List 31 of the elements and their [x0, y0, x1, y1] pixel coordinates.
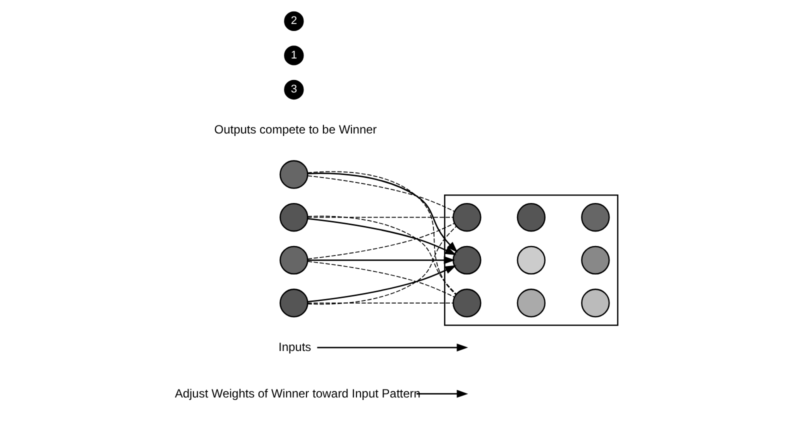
- node-circle: [452, 246, 481, 275]
- label: 3: [290, 84, 297, 96]
- node-circle: [452, 288, 481, 318]
- node-circle: [516, 288, 546, 318]
- connector: [306, 222, 454, 260]
- node-circle: [452, 203, 481, 232]
- node-circle: [580, 246, 610, 275]
- node-circle: [580, 203, 610, 232]
- node-circle: [279, 288, 308, 318]
- label: 1: [290, 49, 297, 62]
- node-circle: [279, 203, 308, 232]
- node-text: Outputs compete to be Winner: [214, 122, 376, 137]
- arrow: [307, 172, 458, 253]
- label: 2: [290, 15, 297, 28]
- node-circle: [516, 203, 546, 232]
- connector: [306, 302, 453, 304]
- connector: [306, 175, 454, 212]
- arrow: [416, 390, 468, 398]
- connector: [306, 171, 456, 296]
- node-text: Adjust Weights of Winner toward Input Pattern: [174, 386, 420, 400]
- connector: [306, 216, 456, 294]
- arrow: [307, 256, 455, 264]
- arrow: [316, 344, 468, 352]
- node-text: Inputs: [278, 340, 311, 354]
- node-circle: [580, 288, 610, 318]
- node-circle: [279, 160, 308, 189]
- connector: [306, 226, 456, 305]
- node-circle: [279, 246, 308, 275]
- connector: [306, 216, 453, 218]
- node-circle: [516, 246, 546, 275]
- arrow: [307, 218, 456, 256]
